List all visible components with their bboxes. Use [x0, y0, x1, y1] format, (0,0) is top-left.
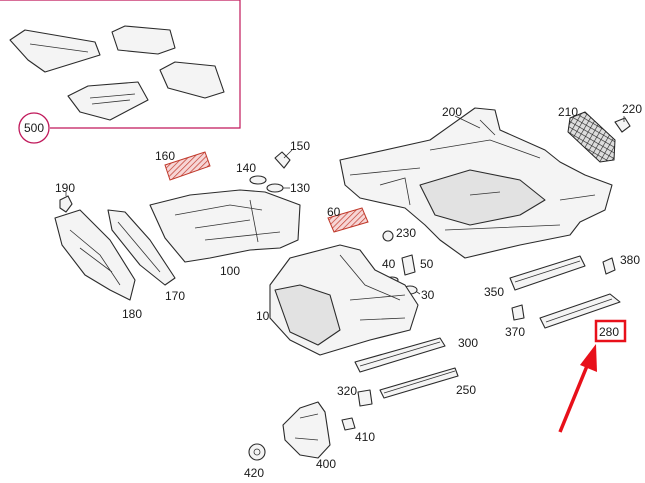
callout-140: 140 — [236, 161, 256, 175]
part-250-sill: 250 — [379, 367, 476, 399]
callout-420: 420 — [244, 466, 264, 480]
callout-150: 150 — [290, 139, 310, 153]
part-50-clip: 50 — [401, 254, 434, 276]
part-190-clip: 190 — [55, 181, 75, 213]
part-170-panel: 170 — [107, 209, 185, 303]
part-160-pad: 160 — [155, 149, 211, 181]
part-420-cap: 420 — [244, 443, 266, 480]
callout-350: 350 — [484, 285, 504, 299]
part-280-sill: 280 — [539, 293, 627, 343]
part-200-rear-carpet: 200 — [339, 105, 613, 259]
part-10-front-carpet: 10 — [256, 244, 419, 356]
callout-400: 400 — [316, 457, 336, 471]
callout-200: 200 — [442, 105, 462, 119]
part-150-clip: 150 — [274, 139, 310, 169]
callout-320: 320 — [337, 384, 357, 398]
part-180-panel: 180 — [54, 209, 142, 321]
callout-220: 220 — [622, 102, 642, 116]
callout-10: 10 — [256, 309, 270, 323]
callout-210: 210 — [558, 105, 578, 119]
part-370-bracket: 370 — [505, 304, 525, 339]
callout-410: 410 — [355, 430, 375, 444]
part-320-bracket: 320 — [337, 384, 373, 407]
callout-130: 130 — [290, 181, 310, 195]
callout-370: 370 — [505, 325, 525, 339]
callout-230: 230 — [396, 226, 416, 240]
callout-170: 170 — [165, 289, 185, 303]
part-210-grille: 210 — [558, 105, 616, 163]
callout-300: 300 — [458, 336, 478, 350]
callout-100: 100 — [220, 264, 240, 278]
part-300-sill: 300 — [354, 336, 478, 373]
callout-40: 40 — [382, 257, 396, 271]
part-230-bolt: 230 — [382, 226, 416, 242]
part-350-sill: 350 — [484, 255, 586, 299]
part-410-clip: 410 — [341, 417, 375, 444]
callout-50: 50 — [420, 257, 434, 271]
part-400-kick-panel: 400 — [282, 401, 336, 471]
callout-500: 500 — [24, 121, 44, 135]
part-60-pad: 60 — [327, 205, 369, 233]
highlight-arrow — [558, 344, 597, 433]
callout-190: 190 — [55, 181, 75, 195]
callout-30: 30 — [421, 288, 435, 302]
callout-280: 280 — [599, 325, 619, 339]
part-100-side-trim: 100 — [149, 189, 301, 278]
callout-160: 160 — [155, 149, 175, 163]
callout-250: 250 — [456, 383, 476, 397]
part-380-clip: 380 — [602, 253, 640, 275]
part-140-nut: 140 — [236, 161, 267, 185]
callout-60: 60 — [327, 205, 341, 219]
callout-380: 380 — [620, 253, 640, 267]
part-220-clip: 220 — [614, 102, 642, 133]
floor-mats-inset: 500 — [0, 0, 241, 144]
highlight-box-280 — [594, 319, 627, 343]
part-130-nut: 130 — [266, 181, 310, 195]
callout-180: 180 — [122, 307, 142, 321]
